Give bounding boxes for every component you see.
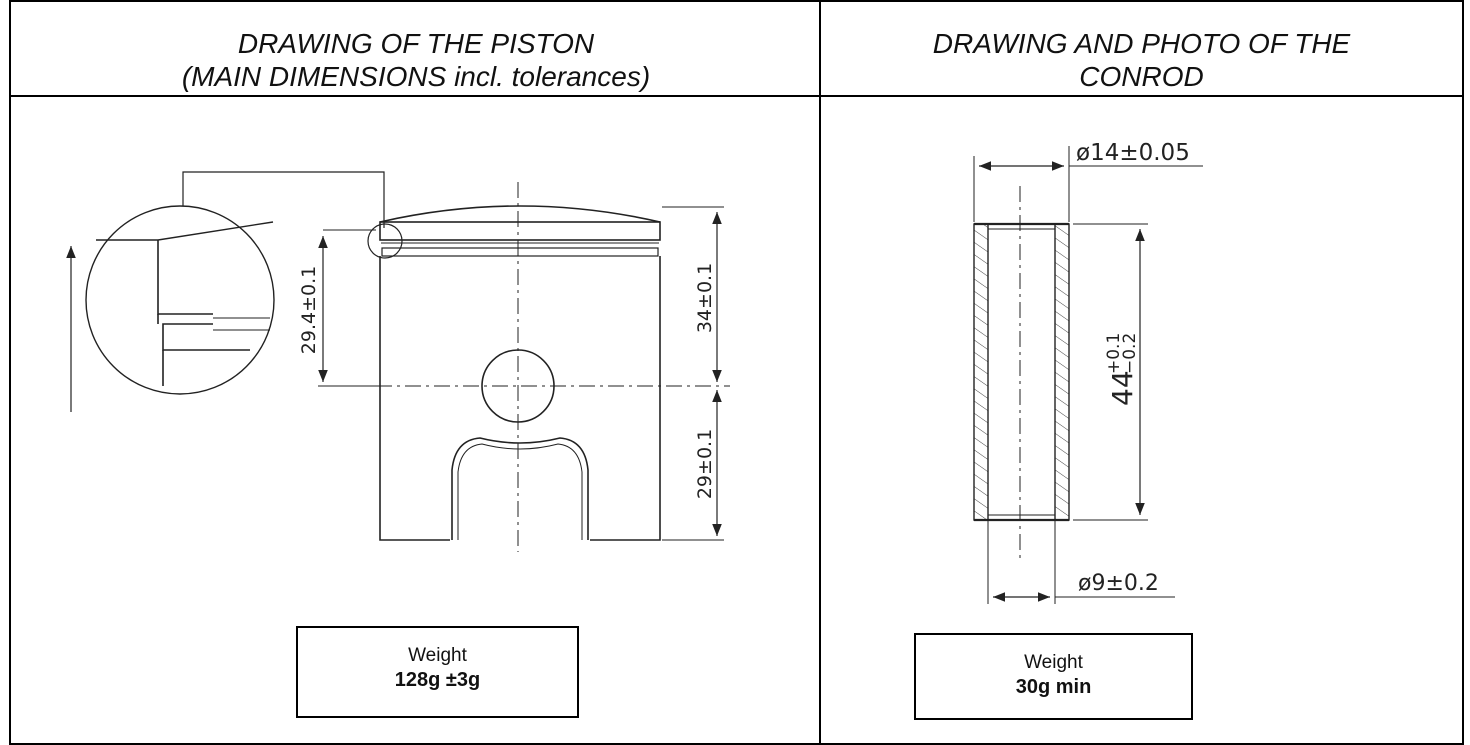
- conrod-title: DRAWING AND PHOTO OF THE CONROD: [821, 27, 1462, 93]
- dim-length-base: 44: [1106, 370, 1139, 406]
- piston-weight-value: 128g ±3g: [394, 669, 481, 691]
- dim-total-height: 34±0.1: [694, 263, 716, 333]
- dim-length-group: 44 +0.1 −0.2: [1104, 333, 1140, 406]
- piston-title-line2: (MAIN DIMENSIONS incl. tolerances): [181, 61, 651, 92]
- conrod-header-cell: DRAWING AND PHOTO OF THE CONROD: [819, 0, 1464, 97]
- conrod-weight-label: Weight: [1024, 652, 1083, 673]
- piston-weight-box: Weight 128g ±3g: [296, 626, 579, 718]
- dim-length-upper-tol: +0.1: [1104, 333, 1124, 374]
- piston-title-line1: DRAWING OF THE PISTON: [237, 28, 595, 59]
- conrod-weight-value: 30g min: [1015, 676, 1092, 698]
- dim-length-lower-tol: −0.2: [1120, 333, 1140, 374]
- dim-lower-height: 29±0.1: [694, 429, 716, 499]
- piston-drawing: [66, 171, 730, 552]
- piston-header-cell: DRAWING OF THE PISTON (MAIN DIMENSIONS i…: [9, 0, 821, 97]
- detail-magnifier: [66, 171, 403, 412]
- dim-pin-height: 29.4±0.1: [298, 266, 320, 354]
- conrod-title-line2: CONROD: [1079, 61, 1204, 92]
- dim-outer-diameter: ø14±0.05: [1076, 140, 1190, 166]
- dim-inner-diameter: ø9±0.2: [1078, 571, 1159, 596]
- conrod-drawing: [973, 146, 1203, 604]
- piston-title: DRAWING OF THE PISTON (MAIN DIMENSIONS i…: [11, 27, 821, 93]
- piston-weight-label: Weight: [408, 645, 467, 666]
- conrod-weight-box: Weight 30g min: [914, 633, 1193, 720]
- conrod-title-line1: DRAWING AND PHOTO OF THE: [932, 28, 1351, 59]
